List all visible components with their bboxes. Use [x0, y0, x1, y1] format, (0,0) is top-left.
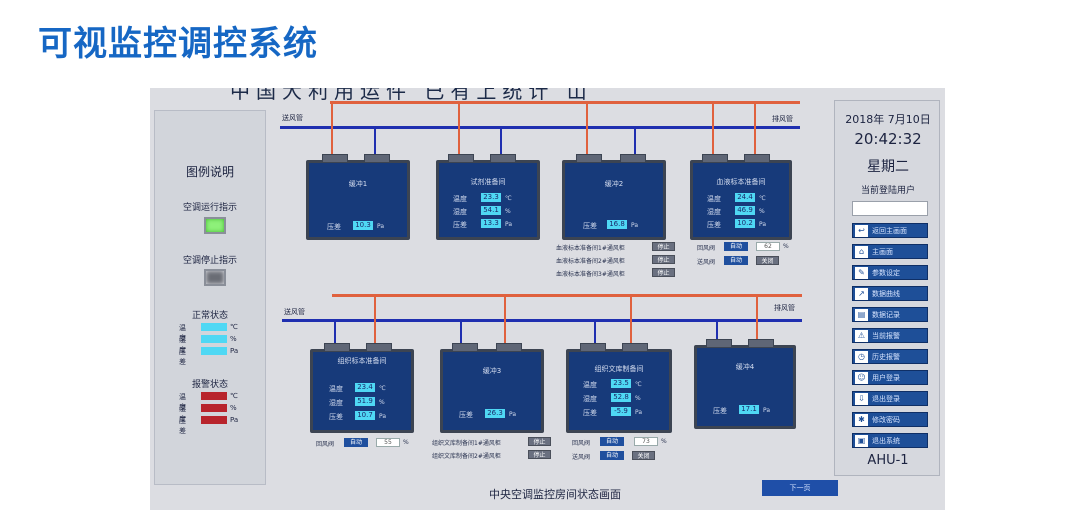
supply-valve-right-auto-button[interactable]: 自动 — [600, 451, 624, 460]
pressure-value: 17.1 — [739, 405, 759, 414]
login-icon: ☺ — [855, 372, 868, 384]
supply-valve-auto-button[interactable]: 自动 — [724, 256, 748, 265]
menu-user-login-button[interactable]: ☺用户登录 — [852, 370, 928, 385]
legend-run-label: 空调运行指示 — [182, 203, 237, 213]
supply-valve-right-label: 送风阀 — [572, 454, 591, 461]
return-valve-right-value[interactable]: 73 — [634, 437, 658, 446]
return-valve-auto-button[interactable]: 自动 — [724, 242, 748, 251]
exit-icon: ▣ — [855, 435, 868, 447]
tissue-fan-1-stop-button[interactable]: 停止 — [528, 437, 551, 446]
temp-value: 24.4 — [735, 193, 755, 202]
logout-icon: ⇩ — [855, 393, 868, 405]
menu-change-password-button[interactable]: ✱修改密码 — [852, 412, 928, 427]
fan-1-label: 血液标本准备间1#通风柜 — [556, 245, 625, 252]
tissue-fan-2-stop-button[interactable]: 停止 — [528, 450, 551, 459]
unit-buffer-3: 缓冲3 压差 26.3 Pa — [440, 349, 544, 433]
menu-data-curve-button[interactable]: ↗数据曲线 — [852, 286, 928, 301]
unit-tissue-library-prep: 组织文库制备间 温度 23.5 ℃ 湿度 52.8 % 压差 -5.9 Pa — [566, 349, 672, 433]
unit-tissue-sample-prep: 组织标本准备间 温度 23.4 ℃ 湿度 51.9 % 压差 10.7 Pa — [310, 349, 414, 433]
date-display: 2018年 7月10日 — [845, 113, 931, 126]
pressure-value: 16.8 — [607, 220, 627, 229]
menu-logout-button[interactable]: ⇩退出登录 — [852, 391, 928, 406]
humidity-value: 46.9 — [735, 206, 755, 215]
pressure-value: 10.7 — [355, 411, 375, 420]
fan-1-stop-button[interactable]: 停止 — [652, 242, 675, 251]
tissue-fan-2-label: 组织文库制备间2#通风柜 — [432, 453, 501, 460]
menu-history-alarm-button[interactable]: ◷历史报警 — [852, 349, 928, 364]
humidity-value: 52.8 — [611, 393, 631, 402]
exhaust-pipe-label-top: 排风管 — [772, 115, 793, 123]
alarm-icon: ⚠ — [855, 330, 868, 342]
return-valve-left-auto-button[interactable]: 自动 — [344, 438, 368, 447]
unit-buffer-2: 缓冲2 压差 16.8 Pa — [562, 160, 666, 240]
menu-home-button[interactable]: ⌂主画面 — [852, 244, 928, 259]
pressure-value: 26.3 — [485, 409, 505, 418]
screen-footer-title: 中央空调监控房间状态画面 — [489, 488, 621, 501]
temp-value: 23.3 — [481, 193, 501, 202]
unit-buffer-1: 缓冲1 压差 10.3 Pa — [306, 160, 410, 240]
right-nav-panel: 2018年 7月10日 20:42:32 星期二 当前登陆用户 ↩返回主画面 ⌂… — [834, 100, 940, 476]
chart-icon: ↗ — [855, 288, 868, 300]
temp-value: 23.5 — [611, 379, 631, 388]
back-icon: ↩ — [855, 225, 868, 237]
pressure-value: 10.2 — [735, 219, 755, 228]
record-icon: ▤ — [855, 309, 868, 321]
fan-3-stop-button[interactable]: 停止 — [652, 268, 675, 277]
return-valve-value[interactable]: 62 — [756, 242, 780, 251]
exhaust-pipe-label-bottom: 排风管 — [774, 304, 795, 312]
legend-normal-label: 正常状态 — [191, 311, 228, 321]
settings-icon: ✎ — [855, 267, 868, 279]
pressure-value: 13.3 — [481, 219, 501, 228]
current-user-label: 当前登陆用户 — [860, 186, 915, 196]
run-indicator — [204, 217, 226, 234]
supply-pipe-bottom — [282, 319, 802, 322]
stop-indicator — [204, 269, 226, 286]
password-icon: ✱ — [855, 414, 868, 426]
return-valve-label: 回风阀 — [697, 245, 716, 252]
return-valve-left-value[interactable]: 55 — [376, 438, 400, 447]
menu-data-record-button[interactable]: ▤数据记录 — [852, 307, 928, 322]
unit-buffer-4: 缓冲4 压差 17.1 Pa — [694, 345, 796, 429]
legend-alarm-label: 报警状态 — [191, 380, 228, 390]
exhaust-pipe-top — [330, 101, 800, 104]
exhaust-pipe-bottom — [332, 294, 802, 297]
time-display: 20:42:32 — [854, 130, 922, 148]
supply-pipe-label-top: 送风管 — [282, 114, 303, 122]
menu-current-alarm-button[interactable]: ⚠当前报警 — [852, 328, 928, 343]
unit-blood-sample-prep: 血液标本准备间 温度 24.4 ℃ 湿度 46.9 % 压差 10.2 Pa — [690, 160, 792, 240]
return-valve-right-auto-button[interactable]: 自动 — [600, 437, 624, 446]
pressure-value: 10.3 — [353, 221, 373, 230]
fan-2-stop-button[interactable]: 停止 — [652, 255, 675, 264]
history-icon: ◷ — [855, 351, 868, 363]
legend-stop-label: 空调停止指示 — [182, 256, 237, 266]
slide-title: 可视监控调控系统 — [38, 24, 318, 64]
fan-2-label: 血液标本准备间2#通风柜 — [556, 258, 625, 265]
pressure-value: -5.9 — [611, 407, 631, 416]
temp-value: 23.4 — [355, 383, 375, 392]
next-page-button[interactable]: 下一页 — [762, 480, 838, 496]
supply-valve-right-off-button[interactable]: 关闭 — [632, 451, 655, 460]
photo-top-clipped-text: 中国大利用运件 已有上统计 山 — [230, 88, 593, 103]
return-valve-right-label: 回风阀 — [572, 440, 591, 447]
unit-reagent-prep: 试剂准备间 温度 23.3 ℃ 湿度 54.1 % 压差 13.3 Pa — [436, 160, 540, 240]
supply-pipe-top — [280, 126, 800, 129]
return-valve-left-label: 回风阀 — [316, 441, 335, 448]
hmi-screen-photo: 中国大利用运件 已有上统计 山 图例说明 空调运行指示 空调停止指示 正常状态 … — [150, 88, 945, 510]
device-label: AHU-1 — [867, 453, 909, 468]
humidity-value: 51.9 — [355, 397, 375, 406]
menu-settings-button[interactable]: ✎参数设定 — [852, 265, 928, 280]
menu-exit-system-button[interactable]: ▣退出系统 — [852, 433, 928, 448]
tissue-fan-1-label: 组织文库制备间1#通风柜 — [432, 440, 501, 447]
current-user-field[interactable] — [852, 201, 928, 216]
home-icon: ⌂ — [855, 246, 868, 258]
supply-pipe-label-bottom: 送风管 — [284, 308, 305, 316]
supply-valve-off-button[interactable]: 关闭 — [756, 256, 779, 265]
supply-valve-label: 送风阀 — [697, 259, 716, 266]
legend-title: 图例说明 — [185, 165, 234, 179]
humidity-value: 54.1 — [481, 206, 501, 215]
weekday-display: 星期二 — [867, 159, 909, 175]
menu-back-main-button[interactable]: ↩返回主画面 — [852, 223, 928, 238]
fan-3-label: 血液标本准备间3#通风柜 — [556, 271, 625, 278]
